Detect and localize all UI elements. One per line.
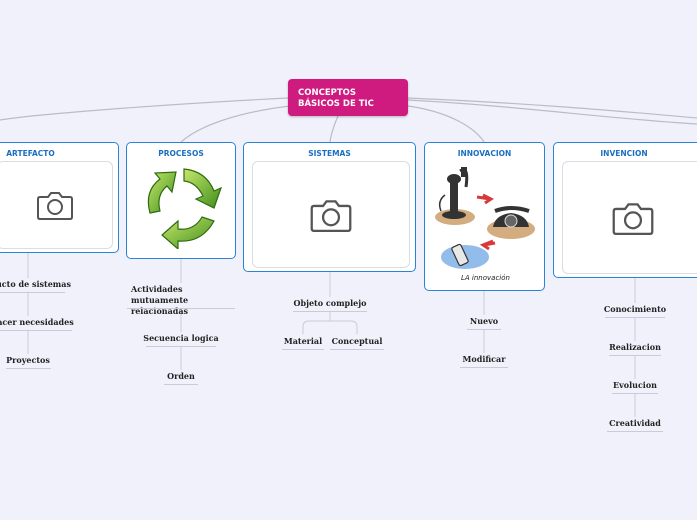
link-invencion: [407, 99, 697, 125]
central-topic-line1: CONCEPTOS: [298, 88, 356, 98]
subtopic-secuencia-logica[interactable]: Secuencia logica: [143, 333, 219, 343]
image-placeholder: [562, 161, 697, 274]
subtopic-creatividad[interactable]: Creatividad: [609, 418, 661, 428]
link-sistemas: [329, 115, 339, 143]
telephone-evolution-illustration: LA innovación: [435, 167, 535, 282]
card-title-sistemas: SISTEMAS: [308, 149, 351, 158]
subtopic-underline: [282, 349, 324, 350]
subtopic-nuevo[interactable]: Nuevo: [469, 316, 499, 326]
subtopic-evolucion[interactable]: Evolucion: [613, 380, 657, 390]
subtopic-modificar[interactable]: Modificar: [462, 354, 506, 364]
subtopic-underline: [0, 330, 72, 331]
card-title-invencion: INVENCION: [600, 149, 648, 158]
card-title-procesos: PROCESOS: [158, 149, 204, 158]
illustration-caption: LA innovación: [461, 274, 510, 282]
subtopic-underline: [330, 349, 384, 350]
central-topic-line2: BÁSICOS DE TIC: [298, 98, 374, 109]
camera-placeholder-icon: [612, 202, 654, 235]
subtopic-underline: [6, 368, 51, 369]
subtopic-underline: [293, 311, 367, 312]
subtopic-underline: [609, 355, 661, 356]
subtopic-underline: [467, 329, 501, 330]
card-procesos[interactable]: PROCESOS: [126, 142, 236, 259]
subtopic-conceptual[interactable]: Conceptual: [331, 336, 383, 346]
subtopic-objeto-complejo[interactable]: Objeto complejo: [293, 298, 367, 308]
subtopic-underline: [607, 431, 663, 432]
card-title-artefacto: ARTEFACTO: [6, 149, 55, 158]
subtopic-underline: [146, 346, 216, 347]
image-placeholder: [252, 161, 410, 268]
subtopic-proyectos[interactable]: Proyectos: [6, 355, 50, 365]
subtopic-underline: [605, 317, 665, 318]
subtopic-producto-de-sistemas[interactable]: oducto de sistemas: [0, 279, 71, 289]
subtopic-underline: [460, 367, 508, 368]
subtopic-orden[interactable]: Orden: [167, 371, 195, 381]
link-offscreen: [407, 97, 697, 119]
subtopic-satisfacer-necesidades[interactable]: isfacer necesidades: [0, 317, 74, 327]
link-procesos: [180, 105, 291, 143]
camera-placeholder-icon: [37, 192, 73, 220]
subtopic-underline: [612, 393, 658, 394]
link-artefacto: [0, 97, 289, 121]
card-title-innovacion: INNOVACION: [457, 149, 512, 158]
subtopic-underline: [127, 308, 235, 309]
card-artefacto[interactable]: ARTEFACTO: [0, 142, 119, 253]
subtopic-conocimiento[interactable]: Conocimiento: [603, 304, 667, 314]
subtopic-underline: [0, 292, 65, 293]
recycle-arrows-icon: [147, 168, 223, 249]
subtopic-material[interactable]: Material: [283, 336, 323, 346]
image-placeholder: [0, 161, 113, 249]
camera-placeholder-icon: [310, 199, 352, 232]
subtopic-actividades-relacionadas[interactable]: Actividades mutuamente relacionadas: [131, 284, 189, 316]
card-invencion[interactable]: INVENCION: [553, 142, 697, 278]
subtopic-realizacion[interactable]: Realizacion: [609, 342, 661, 352]
central-topic[interactable]: CONCEPTOS BÁSICOS DE TIC: [288, 79, 408, 116]
card-innovacion[interactable]: INNOVACION LA innovación: [424, 142, 545, 291]
link-innovacion: [407, 105, 485, 143]
card-sistemas[interactable]: SISTEMAS: [243, 142, 416, 272]
subtopic-underline: [164, 384, 198, 385]
